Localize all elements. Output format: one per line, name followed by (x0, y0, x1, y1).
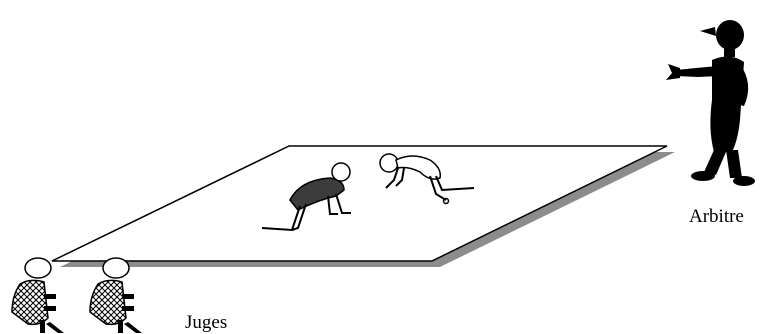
judge-figure-2 (89, 257, 142, 333)
judge-figure-1 (11, 257, 64, 333)
wrestler-dark (261, 162, 351, 232)
judges-label: Juges (185, 312, 228, 333)
referee-label: Arbitre (689, 206, 744, 227)
referee-figure (666, 20, 755, 186)
wrestler-light (379, 153, 475, 205)
wrestling-mat (51, 145, 675, 267)
mat-surface (51, 145, 668, 262)
